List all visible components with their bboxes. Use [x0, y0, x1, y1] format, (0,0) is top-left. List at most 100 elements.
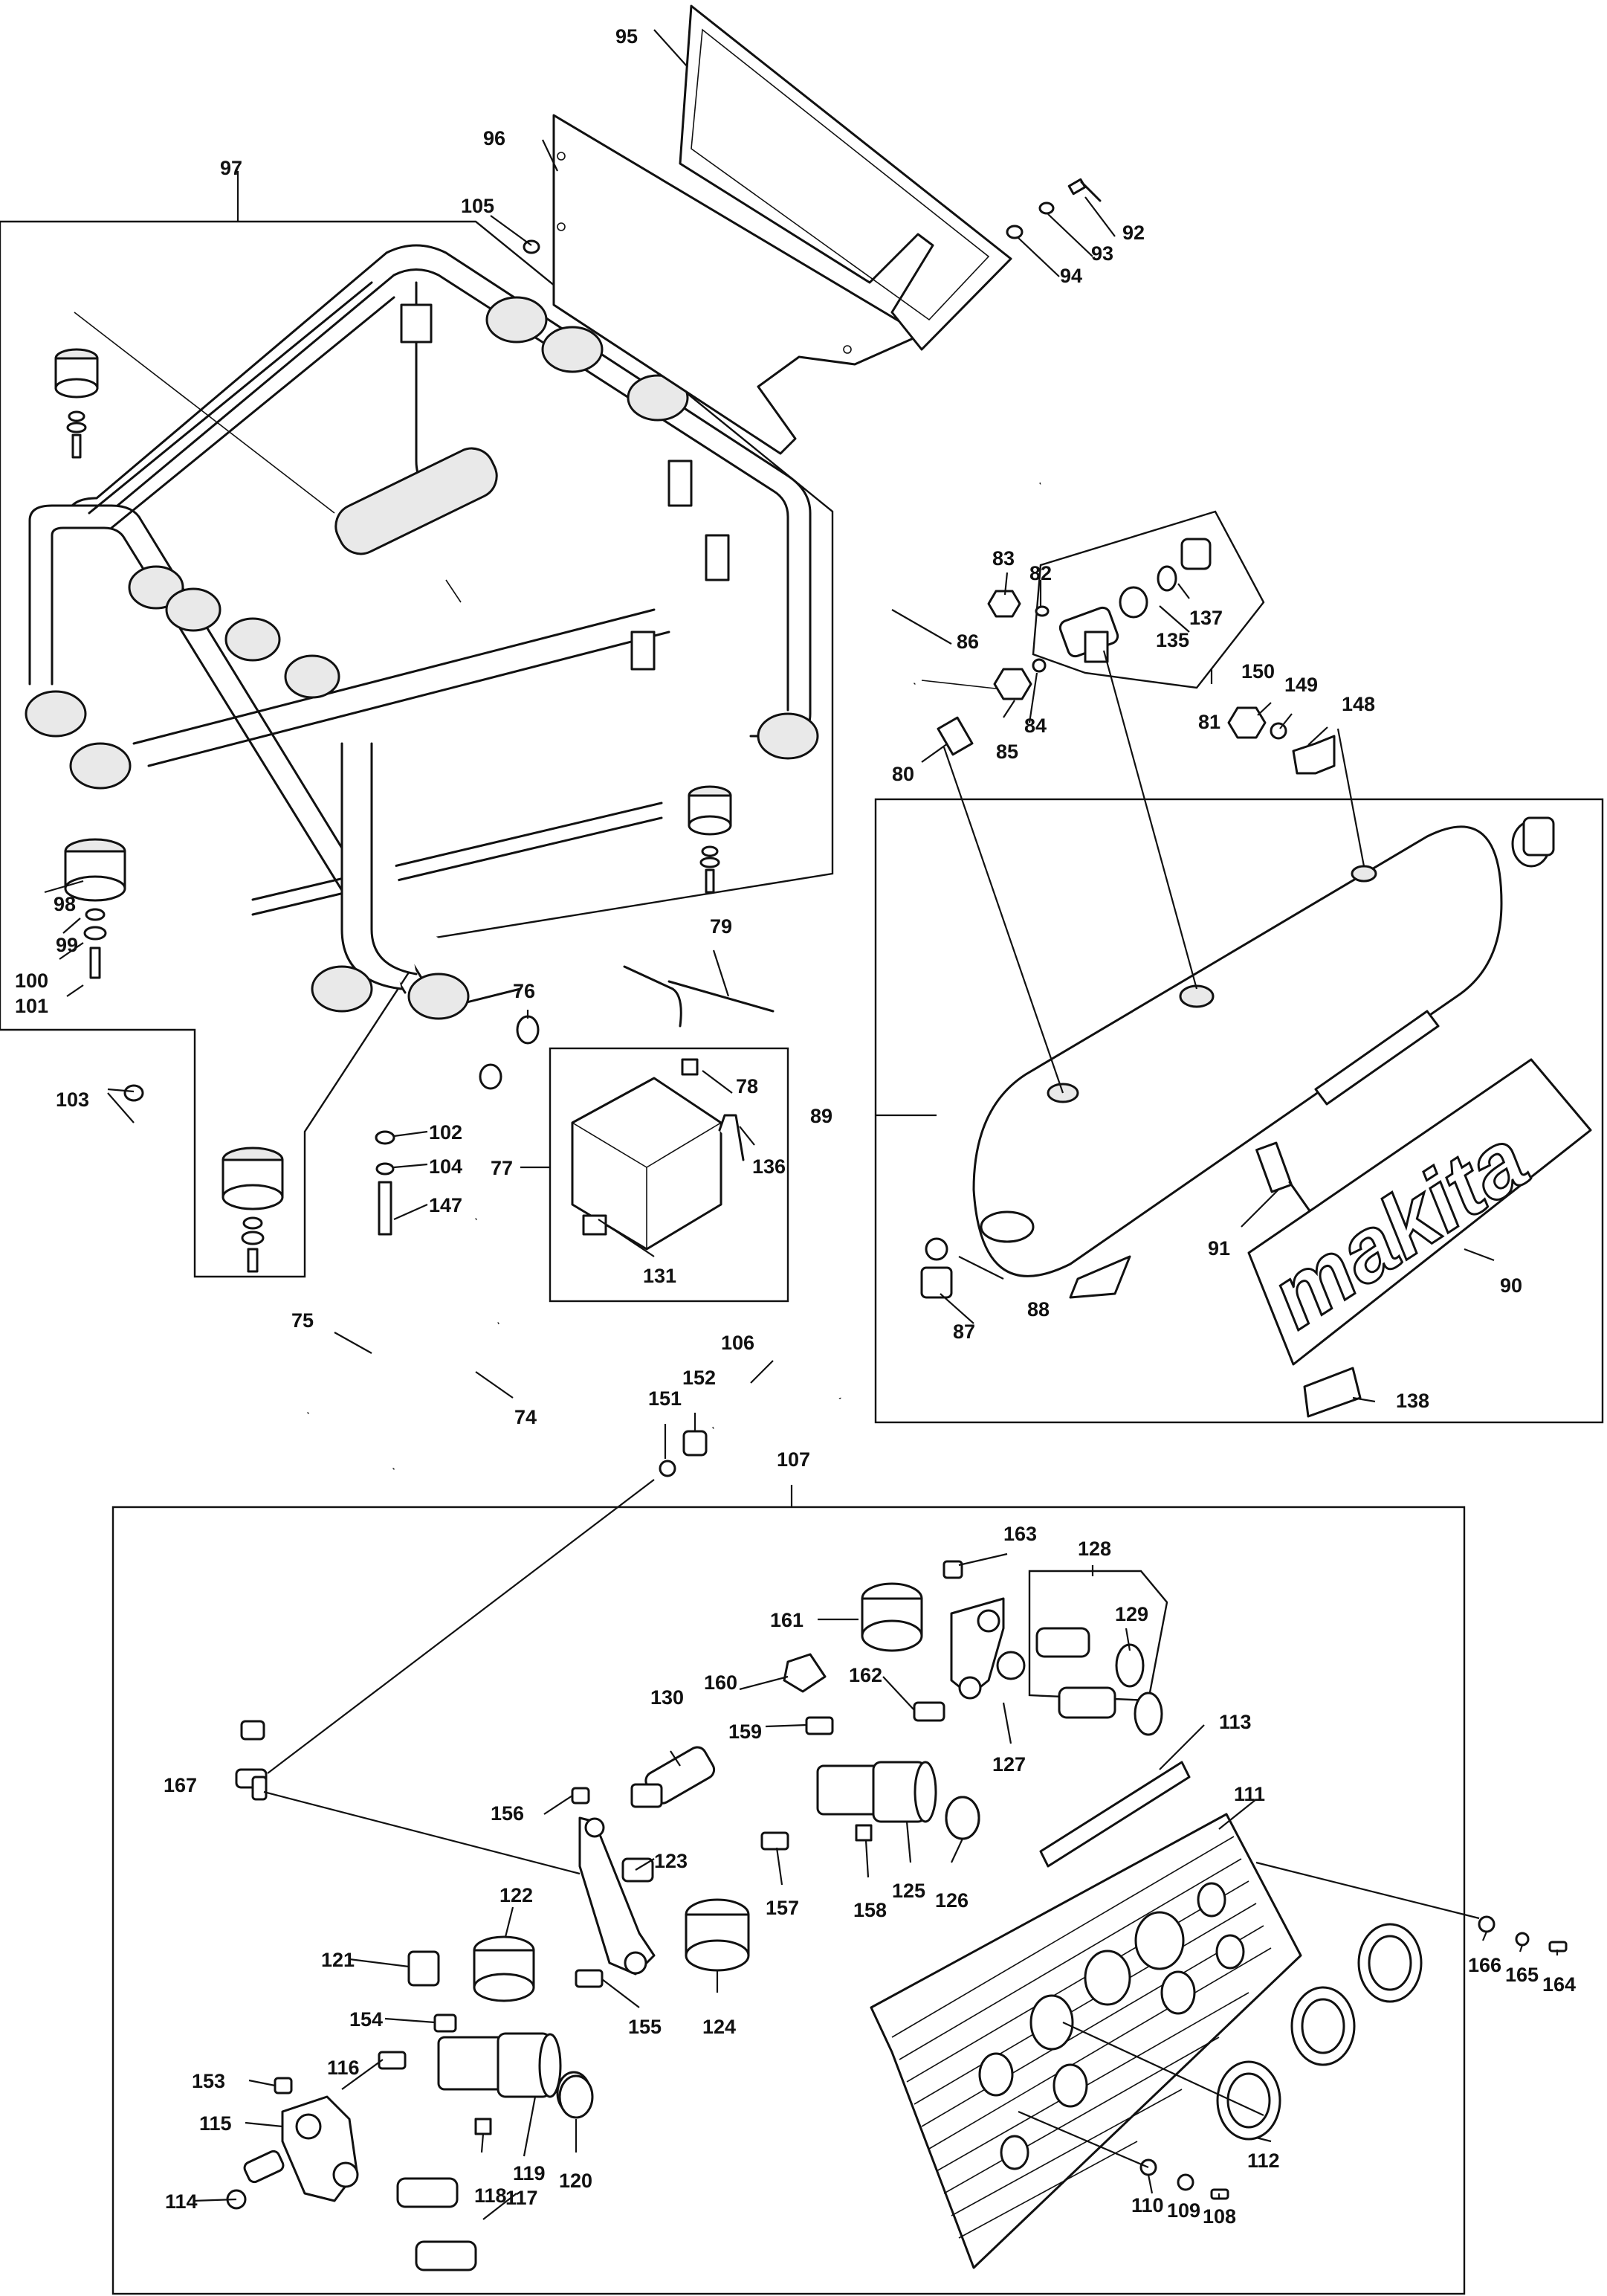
callout-116: 116: [327, 2057, 360, 2079]
callout-115: 115: [199, 2112, 232, 2135]
callout-113: 113: [1219, 1711, 1252, 1733]
callout-114: 114: [165, 2190, 198, 2213]
hardware-92-94-105: [523, 178, 1102, 254]
callout-164: 164: [1542, 1973, 1576, 1996]
panel-96-plate: [552, 114, 923, 455]
couplers-114-117: [226, 2150, 477, 2271]
callout-100: 100: [15, 970, 48, 992]
group-tank-box: [874, 798, 1604, 1424]
callout-98: 98: [54, 893, 76, 915]
callout-158: 158: [853, 1899, 887, 1921]
callout-162: 162: [849, 1664, 882, 1686]
callout-89: 89: [810, 1105, 832, 1127]
callout-81: 81: [1198, 711, 1220, 733]
callout-76: 76: [513, 980, 535, 1002]
rubber-foot-98: [64, 838, 126, 979]
callout-156: 156: [491, 1802, 524, 1825]
cover-plate-111: [870, 1813, 1302, 2269]
callout-167: 167: [164, 1774, 197, 1796]
cord-74: [388, 1317, 502, 1474]
pressure-gauge-161: [861, 1582, 923, 1652]
callout-120: 120: [559, 2170, 592, 2192]
callout-86: 86: [957, 631, 979, 653]
air-tank: [920, 816, 1555, 1299]
rubber-foot-bottom: [222, 1147, 284, 1273]
callout-124: 124: [702, 2016, 736, 2038]
callout-104: 104: [429, 1155, 462, 1178]
callout-83: 83: [992, 547, 1015, 570]
callout-109: 109: [1167, 2199, 1200, 2222]
leader-lines: [44, 29, 1559, 2220]
makita-nameplate-90: makita: [1247, 1058, 1592, 1418]
small-fittings-manifold: [240, 1653, 834, 2095]
callout-80: 80: [892, 763, 914, 785]
callout-111: 111: [1234, 1783, 1265, 1805]
pressure-gauge-124: [685, 1898, 750, 1972]
group-coupler-box: [1028, 1570, 1168, 1702]
manifold-115: [281, 2095, 359, 2202]
callout-151: 151: [648, 1387, 682, 1410]
callout-101: 101: [15, 995, 48, 1017]
callout-136: 136: [752, 1155, 786, 1178]
couplers-128-129: [1035, 1627, 1163, 1736]
fittings-80-85: [937, 590, 1050, 756]
callout-148: 148: [1342, 693, 1375, 715]
callout-129: 129: [1115, 1603, 1148, 1625]
callout-128: 128: [1078, 1538, 1111, 1560]
callout-74: 74: [514, 1406, 537, 1428]
callout-108: 108: [1203, 2205, 1236, 2228]
elbow-148-150: [1227, 706, 1336, 775]
callout-85: 85: [996, 741, 1018, 763]
callout-163: 163: [1003, 1523, 1037, 1545]
callout-96: 96: [483, 127, 505, 149]
drain-valve-91: [1255, 1141, 1317, 1221]
callout-166: 166: [1468, 1954, 1501, 1976]
callout-159: 159: [728, 1721, 762, 1743]
callout-75: 75: [291, 1309, 314, 1332]
callout-110: 110: [1131, 2194, 1164, 2216]
tube-106: [659, 1323, 844, 1477]
callout-135: 135: [1156, 629, 1189, 651]
group-pressure-switch-box: [549, 1047, 789, 1303]
callout-126: 126: [935, 1889, 969, 1912]
manifold-right-127: [913, 1560, 1026, 1722]
callout-102: 102: [429, 1121, 462, 1144]
callout-92: 92: [1122, 222, 1145, 244]
group-frame-box: [0, 220, 834, 1278]
callout-147: 147: [429, 1194, 462, 1216]
check-valve-81: [1058, 538, 1212, 663]
callout-153: 153: [192, 2070, 225, 2092]
callout-106: 106: [721, 1332, 754, 1354]
callout-154: 154: [349, 2008, 383, 2031]
callout-117: 117: [505, 2187, 538, 2209]
callout-161: 161: [770, 1609, 804, 1631]
callout-107: 107: [777, 1448, 810, 1471]
callout-82: 82: [1029, 562, 1052, 584]
cord-75: [303, 1213, 480, 1419]
manifold-left-123: [571, 1787, 656, 1976]
panel-95-gasket: [679, 4, 1012, 351]
callout-155: 155: [628, 2016, 662, 2038]
gauge-window-120-126: [558, 1796, 980, 2119]
callout-91: 91: [1208, 1237, 1230, 1260]
label-113: [1039, 1761, 1191, 1868]
callout-121: 121: [321, 1949, 355, 1971]
callout-130: 130: [650, 1686, 684, 1709]
group-check-valve-box: [1032, 510, 1265, 689]
callout-94: 94: [1060, 265, 1082, 287]
rubber-foot-right: [688, 785, 732, 894]
callout-79: 79: [710, 915, 732, 938]
callout-labels: 95 96 97 105 92 93 94 83 82 137 135 86 1…: [15, 25, 1576, 2228]
callout-103: 103: [56, 1089, 89, 1111]
callout-105: 105: [461, 195, 494, 217]
callout-87: 87: [953, 1320, 975, 1343]
callout-131: 131: [643, 1265, 676, 1287]
tube-79: [623, 965, 775, 1028]
pressure-switch: [479, 1015, 745, 1251]
callout-123: 123: [654, 1850, 688, 1872]
callout-119: 119: [513, 2162, 546, 2184]
callout-88: 88: [1027, 1298, 1050, 1320]
callout-97: 97: [220, 157, 242, 179]
callout-118: 118: [474, 2184, 507, 2207]
